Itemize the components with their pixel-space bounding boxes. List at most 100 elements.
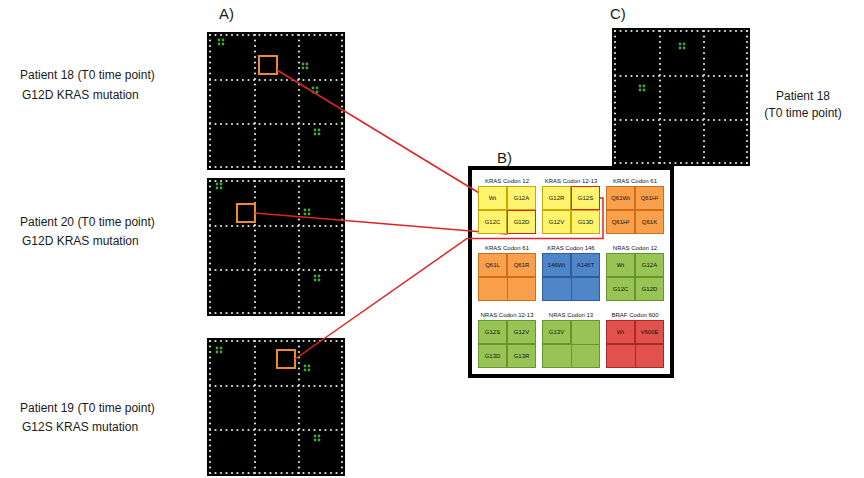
control-spot [680,75,682,77]
control-spot [313,79,315,81]
control-spot [247,166,249,168]
control-spot [669,30,671,32]
control-spot [341,406,343,408]
control-spot [254,422,256,424]
control-spot [254,50,256,52]
control-spot [254,78,256,80]
control-spot [625,30,627,32]
control-spot [298,279,300,281]
control-spot [703,41,705,43]
control-spot [254,428,256,430]
control-spot [324,166,326,168]
control-spot [659,118,661,120]
control-spot [264,385,266,387]
control-spot [209,83,211,85]
signal-spot [643,89,646,92]
control-spot [703,57,705,59]
control-spot [691,30,693,32]
control-spot [236,340,238,342]
control-spot [254,144,256,146]
control-spot [335,79,337,81]
codon-group: KRAS Codon 61Q61LQ61R [478,243,536,301]
control-spot [659,129,661,131]
control-spot [703,129,705,131]
control-spot [302,79,304,81]
signal-spot [220,347,223,350]
control-spot [275,79,277,81]
control-spot [614,162,616,164]
control-spot [746,156,748,158]
control-spot [659,74,661,76]
control-spot [703,68,705,70]
control-spot [703,101,705,103]
control-spot [298,406,300,408]
control-spot [209,196,211,198]
control-spot [297,34,299,36]
control-spot [298,133,300,135]
mutation-label: G12S [578,195,593,202]
mutation-cell: Q61Wt [606,186,635,210]
control-spot [254,191,256,193]
control-spot [297,312,299,314]
control-spot [280,180,282,182]
control-spot [707,75,709,77]
control-spot [209,373,211,375]
control-spot [236,312,238,314]
control-spot [269,312,271,314]
control-spot [209,34,211,36]
control-spot [254,94,256,96]
control-spot [703,74,705,76]
control-spot [254,439,256,441]
group-heading: KRAS Codon 12-13 [545,176,598,186]
control-spot [298,56,300,58]
control-spot [254,384,256,386]
control-spot [308,340,310,342]
control-spot [298,450,300,452]
control-spot [341,185,343,187]
control-spot [614,129,616,131]
control-spot [254,262,256,264]
control-spot [341,94,343,96]
control-spot [341,356,343,358]
control-spot [254,472,256,474]
control-spot [718,30,720,32]
mutation-cell: Q61H¹ [635,186,664,210]
mutation-label: Q61R [514,262,530,269]
control-spot [209,279,211,281]
control-spot [341,461,343,463]
control-spot [280,269,282,271]
control-spot [680,30,682,32]
control-spot [614,118,616,120]
control-spot [341,384,343,386]
control-spot [209,229,211,231]
control-spot [209,378,211,380]
control-spot [298,378,300,380]
mutation-cell: G12S [571,186,600,210]
control-spot [247,225,249,227]
control-spot [313,385,315,387]
control-spot [298,340,300,342]
control-spot [703,134,705,136]
control-spot [324,79,326,81]
group-heading: KRAS Codon 146 [547,243,594,253]
control-spot [319,34,321,36]
control-spot [225,269,227,271]
mutation-cell: Wt [606,320,635,344]
control-spot [341,56,343,58]
control-spot [254,39,256,41]
mutation-label: G13D [578,219,594,226]
control-spot [335,34,337,36]
control-spot [231,123,233,125]
control-spot [724,162,726,164]
control-spot [619,119,621,121]
control-spot [298,428,300,430]
control-spot [209,185,211,187]
control-spot [298,213,300,215]
control-spot [236,225,238,227]
control-spot [659,151,661,153]
control-spot [341,417,343,419]
control-spot [254,72,256,74]
control-spot [614,68,616,70]
mutation-label: G12D [514,219,530,226]
pointer-line [295,198,603,359]
